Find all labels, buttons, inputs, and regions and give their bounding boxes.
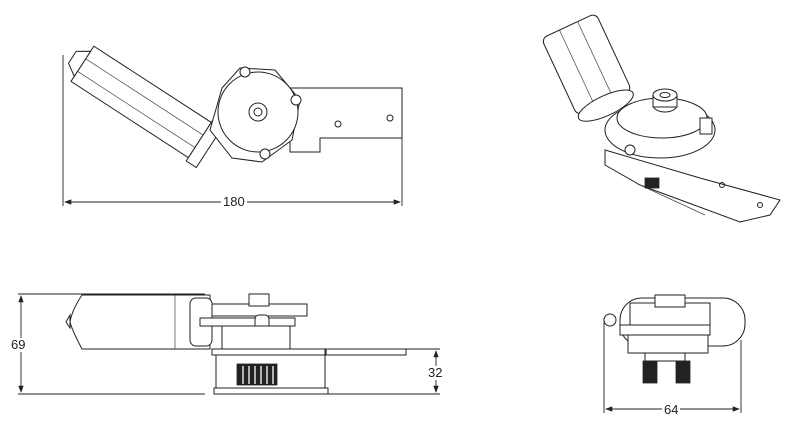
plate-hole — [386, 114, 394, 122]
plate-hole — [334, 120, 342, 128]
dimension-label-32: 32 — [426, 365, 445, 380]
iso-motor — [542, 14, 634, 122]
front-view — [18, 293, 440, 395]
front-motor — [69, 294, 211, 350]
isometric-view — [542, 14, 781, 223]
gear-cover — [217, 71, 299, 153]
motor-body — [67, 45, 225, 169]
dimension-label-180: 180 — [221, 194, 247, 209]
dimension-label-69: 69 — [9, 337, 28, 352]
dimension-label-64: 64 — [662, 402, 681, 417]
top-view — [62, 45, 403, 206]
iso-plate — [604, 149, 781, 223]
mounting-plate — [289, 87, 403, 153]
side-view — [603, 294, 746, 413]
